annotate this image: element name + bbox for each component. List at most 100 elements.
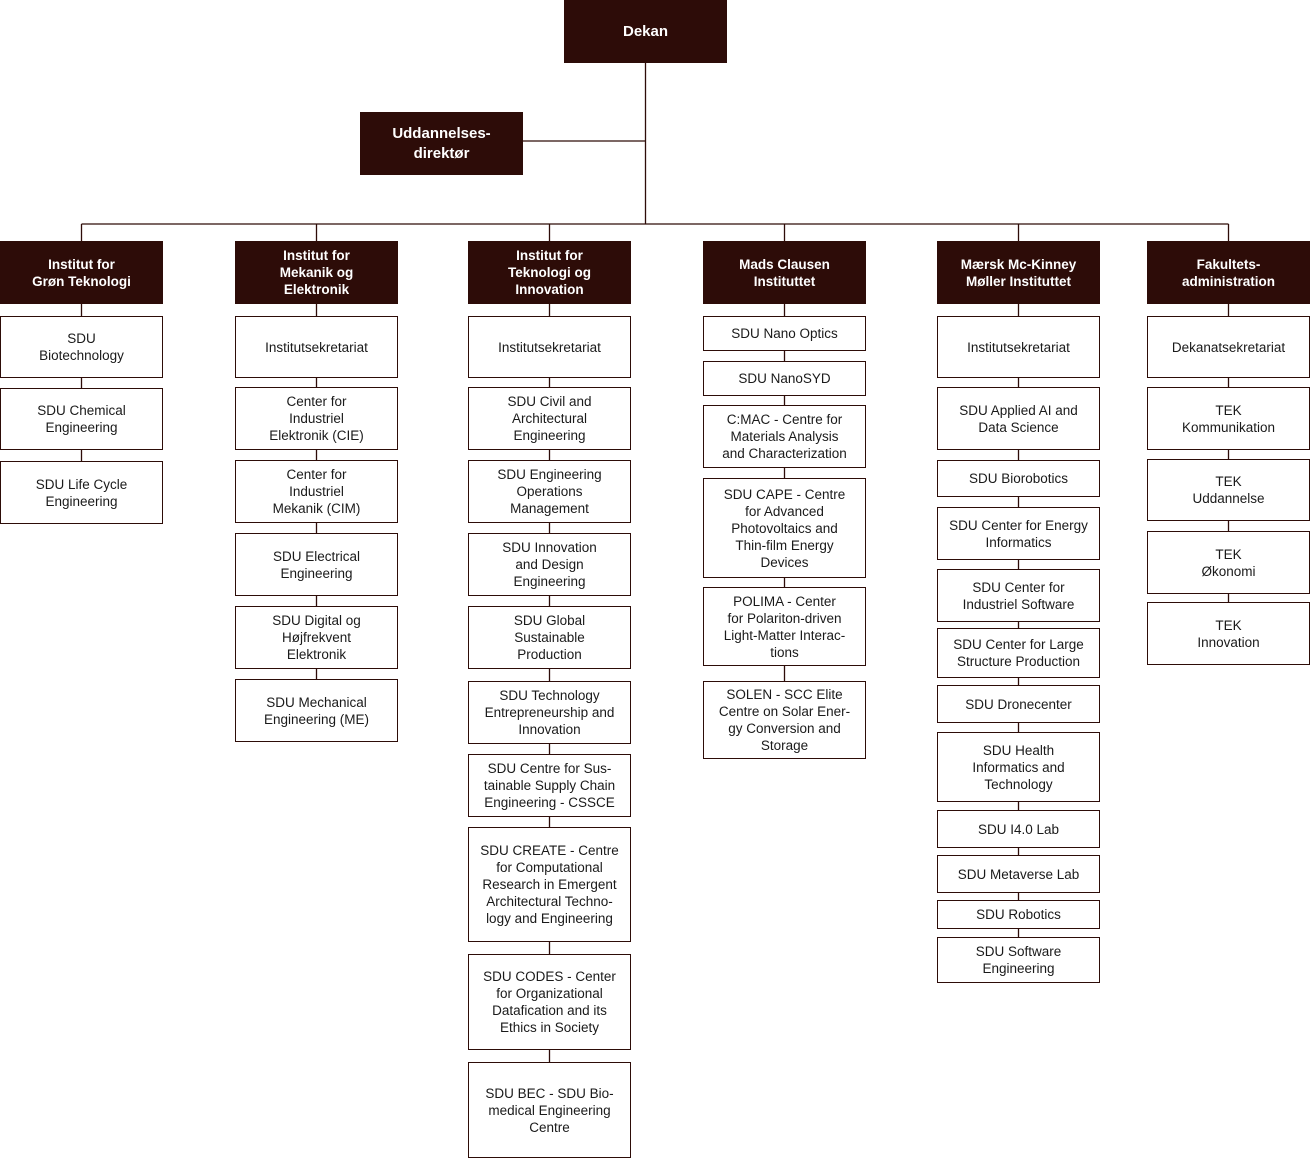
unit-box-3-1: Institutsekretariat [468,316,631,378]
unit-box-3-4: SDU Innovation and Design Engineering [468,533,631,596]
unit-box-4-4-label: SDU CAPE - Centre for Advanced Photovolt… [723,486,846,570]
education-director-box: Uddannelses- direktør [360,112,523,175]
unit-box-3-8-label: SDU CREATE - Centre for Computational Re… [480,843,619,926]
dean-box-label: Dekan [622,22,669,40]
unit-box-2-1: Institutsekretariat [235,316,398,378]
unit-box-6-3-label: TEK Uddannelse [1192,474,1265,506]
department-header-1: Institut for Grøn Teknologi [0,241,163,304]
unit-box-5-4-label: SDU Center for Energy Informatics [949,517,1088,550]
unit-box-3-8: SDU CREATE - Centre for Computational Re… [468,827,631,942]
unit-box-6-4: TEK Økonomi [1147,531,1310,594]
unit-box-5-12-label: SDU Software Engineering [975,944,1062,976]
unit-box-5-1-label: Institutsekretariat [967,339,1070,355]
department-header-2-label: Institut for Mekanik og Elektronik [279,248,354,297]
unit-box-6-2: TEK Kommunikation [1147,387,1310,450]
unit-box-3-3: SDU Engineering Operations Management [468,460,631,523]
department-header-4: Mads Clausen Instituttet [703,241,866,304]
unit-box-4-3: C:MAC - Centre for Materials Analysis an… [703,405,866,468]
unit-box-5-7: SDU Dronecenter [937,685,1100,723]
unit-box-5-12: SDU Software Engineering [937,937,1100,983]
unit-box-5-8: SDU Health Informatics and Technology [937,732,1100,802]
unit-box-6-5: TEK Innovation [1147,602,1310,665]
unit-box-4-5: POLIMA - Center for Polariton-driven Lig… [703,587,866,666]
unit-box-5-6: SDU Center for Large Structure Productio… [937,628,1100,678]
unit-box-2-6: SDU Mechanical Engineering (ME) [235,679,398,742]
unit-box-4-1-label: SDU Nano Optics [731,326,838,341]
unit-box-3-10: SDU BEC - SDU Bio- medical Engineering C… [468,1062,631,1158]
unit-box-5-5: SDU Center for Industriel Software [937,569,1100,622]
unit-box-5-2-label: SDU Applied AI and Data Science [959,402,1078,435]
unit-box-2-4: SDU Electrical Engineering [235,533,398,596]
department-header-6-label: Fakultets- administration [1181,256,1275,289]
unit-box-1-2-label: SDU Chemical Engineering [37,403,126,435]
unit-box-2-3-label: Center for Industriel Mekanik (CIM) [272,467,361,516]
department-header-3-label: Institut for Teknologi og Innovation [508,248,591,297]
unit-box-5-4: SDU Center for Energy Informatics [937,507,1100,560]
unit-box-3-3-label: SDU Engineering Operations Management [497,467,602,516]
unit-box-6-3: TEK Uddannelse [1147,459,1310,521]
unit-box-5-9-label: SDU I4.0 Lab [977,821,1060,837]
unit-box-5-5-label: SDU Center for Industriel Software [962,579,1075,612]
unit-box-1-3: SDU Life Cycle Engineering [0,461,163,524]
dean-box: Dekan [564,0,727,63]
unit-box-5-10: SDU Metaverse Lab [937,855,1100,893]
unit-box-2-2-label: Center for Industriel Elektronik (CIE) [269,394,364,443]
unit-box-3-6: SDU Technology Entrepreneurship and Inno… [468,681,631,744]
unit-box-4-6: SOLEN - SCC Elite Centre on Solar Ener- … [703,681,866,759]
unit-box-1-1: SDU Biotechnology [0,316,163,378]
unit-box-3-1-label: Institutsekretariat [498,339,601,355]
department-header-5-label: Mærsk Mc-Kinney Møller Instituttet [960,256,1077,289]
unit-box-4-1: SDU Nano Optics [703,316,866,351]
department-header-1-label: Institut for Grøn Teknologi [32,256,131,289]
department-header-4-label: Mads Clausen Instituttet [739,256,830,289]
unit-box-5-2: SDU Applied AI and Data Science [937,387,1100,450]
unit-box-3-10-label: SDU BEC - SDU Bio- medical Engineering C… [485,1085,614,1135]
unit-box-2-5: SDU Digital og Højfrekvent Elektronik [235,606,398,669]
unit-box-6-4-label: TEK Økonomi [1201,546,1256,579]
unit-box-1-3-label: SDU Life Cycle Engineering [35,476,128,509]
unit-box-4-2: SDU NanoSYD [703,361,866,396]
unit-box-2-1-label: Institutsekretariat [265,339,368,355]
unit-box-4-3-label: C:MAC - Centre for Materials Analysis an… [722,412,847,461]
unit-box-2-3: Center for Industriel Mekanik (CIM) [235,460,398,523]
unit-box-3-2: SDU Civil and Architectural Engineering [468,387,631,450]
unit-box-5-9: SDU I4.0 Lab [937,810,1100,848]
unit-box-5-11: SDU Robotics [937,900,1100,929]
unit-box-2-6-label: SDU Mechanical Engineering (ME) [263,694,370,727]
unit-box-5-11-label: SDU Robotics [976,907,1061,922]
unit-box-6-1-label: Dekanatsekretariat [1171,339,1286,355]
unit-box-6-1: Dekanatsekretariat [1147,316,1310,378]
unit-box-3-7: SDU Centre for Sus- tainable Supply Chai… [468,754,631,817]
unit-box-5-10-label: SDU Metaverse Lab [957,866,1080,882]
unit-box-4-6-label: SOLEN - SCC Elite Centre on Solar Ener- … [718,687,851,753]
unit-box-4-4: SDU CAPE - Centre for Advanced Photovolt… [703,478,866,578]
unit-box-3-9-label: SDU CODES - Center for Organizational Da… [483,969,616,1035]
unit-box-3-2-label: SDU Civil and Architectural Engineering [507,394,592,443]
unit-box-5-8-label: SDU Health Informatics and Technology [972,742,1065,792]
unit-box-2-4-label: SDU Electrical Engineering [272,548,361,581]
department-header-3: Institut for Teknologi og Innovation [468,241,631,304]
unit-box-6-2-label: TEK Kommunikation [1181,402,1276,435]
unit-box-5-3-label: SDU Biorobotics [968,471,1069,486]
unit-box-2-2: Center for Industriel Elektronik (CIE) [235,387,398,450]
department-header-2: Institut for Mekanik og Elektronik [235,241,398,304]
unit-box-5-7-label: SDU Dronecenter [965,696,1072,712]
unit-box-5-1: Institutsekretariat [937,316,1100,378]
unit-box-3-6-label: SDU Technology Entrepreneurship and Inno… [484,688,615,737]
unit-box-3-7-label: SDU Centre for Sus- tainable Supply Chai… [483,761,616,810]
unit-box-1-2: SDU Chemical Engineering [0,388,163,450]
unit-box-6-5-label: TEK Innovation [1197,617,1260,650]
unit-box-3-5-label: SDU Global Sustainable Production [513,613,586,662]
unit-box-4-5-label: POLIMA - Center for Polariton-driven Lig… [723,593,846,660]
education-director-box-label: Uddannelses- direktør [392,124,491,162]
unit-box-3-4-label: SDU Innovation and Design Engineering [502,540,597,589]
unit-box-4-2-label: SDU NanoSYD [738,371,831,386]
unit-box-5-3: SDU Biorobotics [937,460,1100,497]
department-header-6: Fakultets- administration [1147,241,1310,304]
unit-box-3-9: SDU CODES - Center for Organizational Da… [468,954,631,1050]
department-header-5: Mærsk Mc-Kinney Møller Instituttet [937,241,1100,304]
unit-box-2-5-label: SDU Digital og Højfrekvent Elektronik [272,613,361,662]
unit-box-5-6-label: SDU Center for Large Structure Productio… [953,637,1084,669]
unit-box-1-1-label: SDU Biotechnology [39,331,124,363]
